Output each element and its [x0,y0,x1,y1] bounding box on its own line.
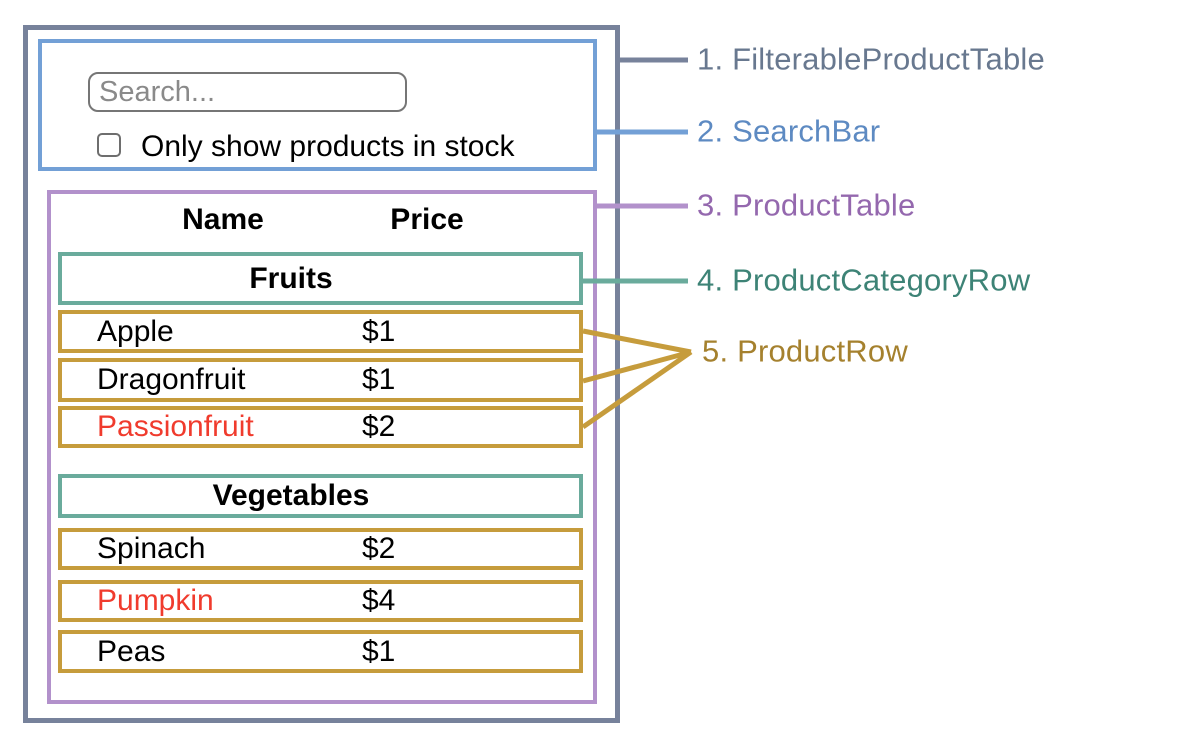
product-row-spinach: Spinach $2 [58,528,583,570]
product-name: Passionfruit [97,410,254,443]
legend-item-product-row: 5. ProductRow [702,333,908,369]
product-price: $1 [362,634,396,668]
product-row-apple: Apple $1 [58,310,583,353]
legend-item-product-category-row: 4. ProductCategoryRow [697,262,1031,298]
product-price: $2 [362,410,396,443]
product-price: $1 [362,363,396,396]
product-row-peas: Peas $1 [58,630,583,673]
product-row-dragonfruit: Dragonfruit $1 [58,358,583,402]
product-price: $2 [362,532,396,565]
product-price: $4 [362,584,396,617]
product-name: Spinach [97,532,206,565]
in-stock-checkbox-label[interactable]: Only show products in stock [141,130,515,163]
search-input[interactable] [88,72,407,112]
product-category-row-vegetables: Vegetables [58,474,583,518]
category-label: Fruits [249,261,333,295]
product-name: Dragonfruit [97,363,246,396]
product-row-passionfruit: Passionfruit $2 [58,406,583,448]
legend-item-filterable-product-table: 1. FilterableProductTable [697,41,1045,77]
product-name: Peas [97,634,166,668]
column-header-price: Price [390,203,464,236]
product-category-row-fruits: Fruits [58,252,583,305]
in-stock-checkbox[interactable] [97,133,121,157]
legend-item-search-bar: 2. SearchBar [697,113,881,149]
product-name: Apple [97,314,174,348]
product-name: Pumpkin [97,584,214,617]
legend-item-product-table: 3. ProductTable [697,187,916,223]
column-header-name: Name [182,203,264,236]
product-row-pumpkin: Pumpkin $4 [58,580,583,622]
category-label: Vegetables [212,479,370,512]
product-price: $1 [362,314,396,348]
